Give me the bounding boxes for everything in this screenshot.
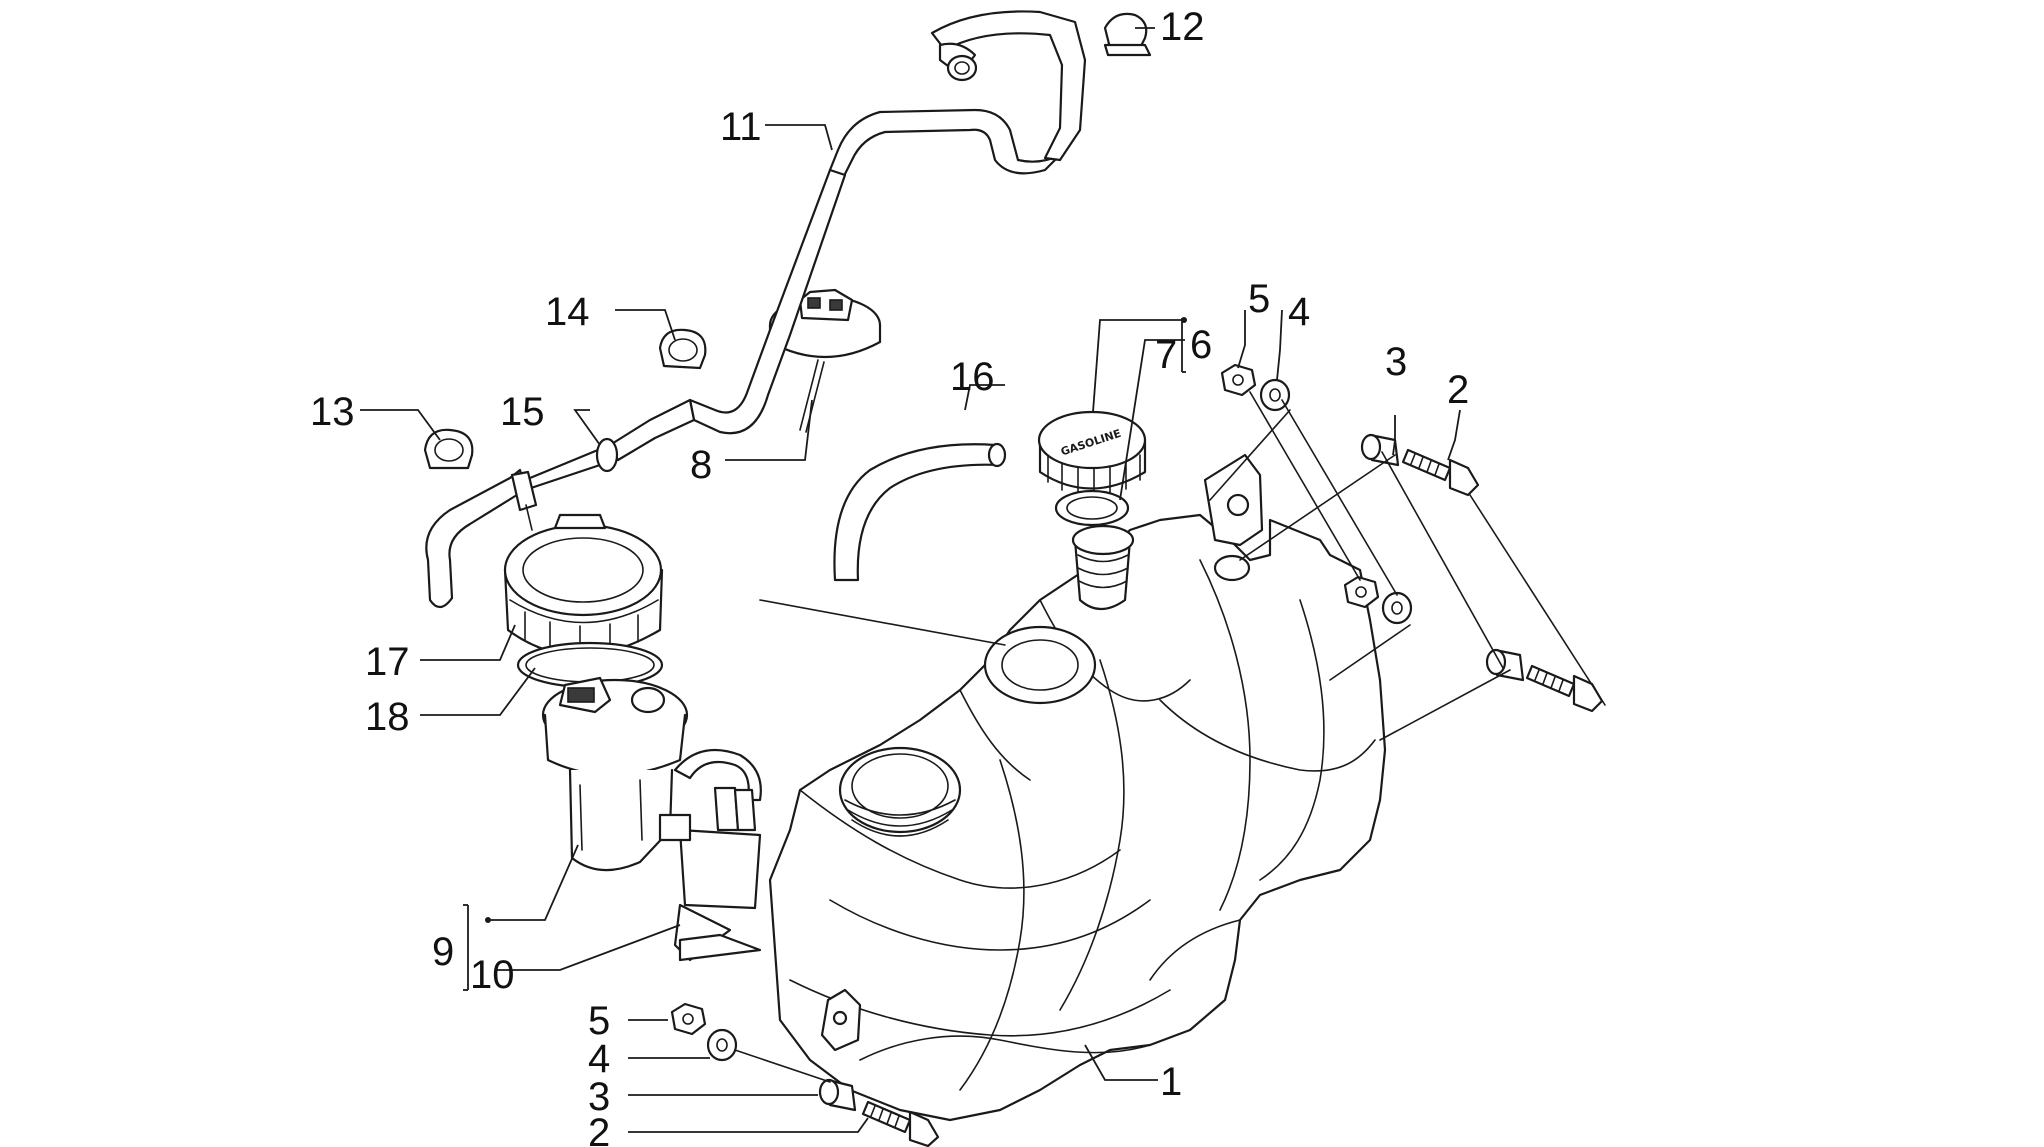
leader-lines: [360, 27, 1606, 1133]
callout-4-upper: 4: [1288, 290, 1310, 334]
washer-upper-2[interactable]: [1381, 591, 1413, 625]
nut-upper-1[interactable]: [1220, 363, 1257, 397]
callout-7: 7: [1155, 333, 1177, 377]
callout-2-lower: 2: [588, 1111, 610, 1147]
nut-upper-2[interactable]: [1343, 575, 1380, 609]
nut-lower[interactable]: [670, 1002, 707, 1036]
callout-17: 17: [365, 640, 410, 684]
hose-clamp-12[interactable]: [1103, 12, 1152, 57]
spacer-lower[interactable]: [818, 1078, 857, 1112]
callout-13: 13: [310, 390, 355, 434]
spacer-upper-1[interactable]: [1360, 433, 1400, 467]
fuel-line-15[interactable]: [425, 437, 619, 609]
callout-5-lower: 5: [588, 999, 610, 1043]
bolt-lower[interactable]: [861, 1100, 940, 1147]
hose-16[interactable]: [833, 442, 1007, 582]
callout-10: 10: [470, 953, 515, 997]
callout-8: 8: [690, 443, 712, 487]
callout-12: 12: [1160, 5, 1205, 49]
callout-14: 14: [545, 290, 590, 334]
bolt-upper-1[interactable]: [1401, 448, 1480, 497]
callout-9: 9: [432, 930, 454, 974]
hose-clamp-14[interactable]: [658, 328, 707, 370]
callout-5-upper: 5: [1248, 277, 1270, 321]
callout-3-lower: 3: [588, 1075, 610, 1119]
spacer-upper-2[interactable]: [1485, 648, 1525, 682]
fuel-cap-gasket[interactable]: [1054, 489, 1130, 527]
callout-11: 11: [720, 105, 762, 149]
fuel-tank[interactable]: [768, 453, 1387, 1122]
callout-18: 18: [365, 695, 410, 739]
leader-dot-6: [1181, 317, 1187, 323]
callout-6: 6: [1190, 323, 1212, 367]
callout-16: 16: [950, 355, 995, 399]
callout-3-upper: 3: [1385, 340, 1407, 384]
washer-lower[interactable]: [706, 1028, 738, 1062]
hose-clamp-13[interactable]: [423, 428, 474, 470]
callout-15: 15: [500, 390, 545, 434]
fuel-pump-assembly[interactable]: [541, 676, 762, 962]
pump-ring-nut[interactable]: [503, 513, 664, 657]
fuel-cap[interactable]: GASOLINE: [1037, 410, 1147, 496]
callout-2-upper: 2: [1447, 368, 1469, 412]
callout-1: 1: [1160, 1060, 1182, 1104]
hose-11[interactable]: [608, 10, 1087, 462]
callout-4-lower: 4: [588, 1037, 610, 1081]
callouts: 1 2 3 4 5 6 7 8 9 10 11 12 13 14 15 16 1…: [310, 5, 1469, 1147]
leader-dot-9: [485, 917, 491, 923]
washer-upper-1[interactable]: [1259, 378, 1291, 412]
bolt-upper-2[interactable]: [1525, 664, 1604, 713]
